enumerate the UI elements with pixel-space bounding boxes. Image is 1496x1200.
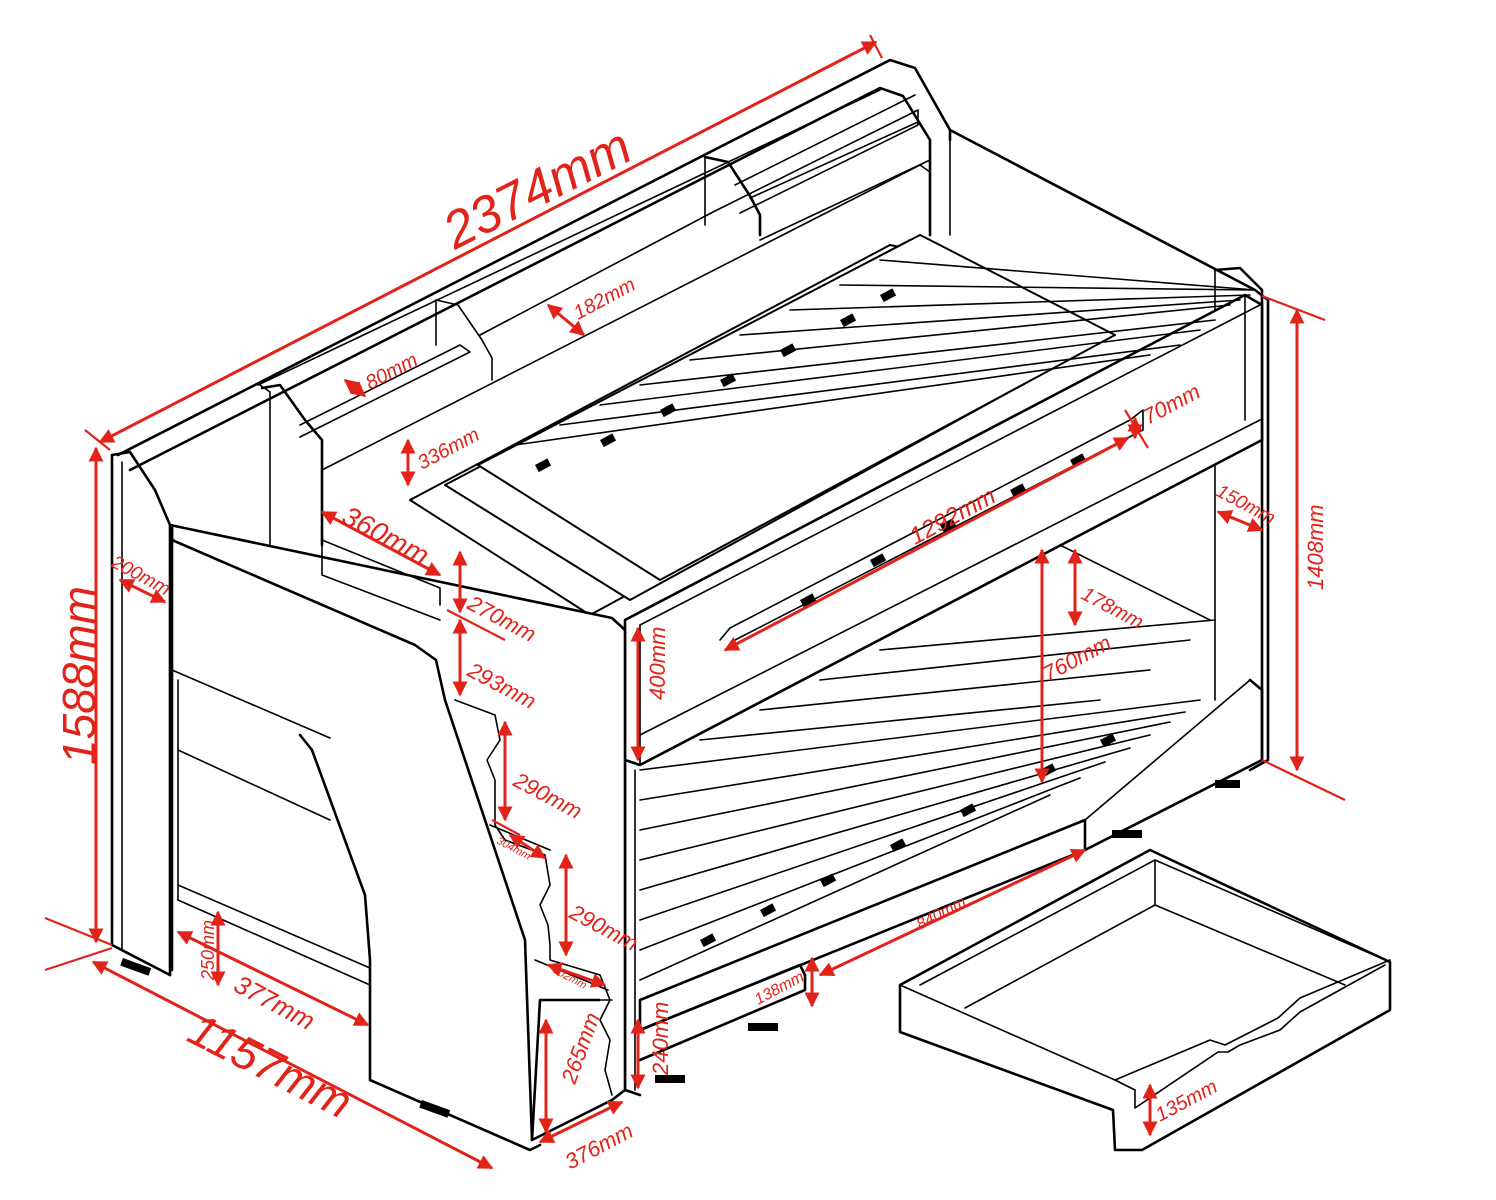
dimension-lines: [44, 34, 1346, 1170]
label-upper-side: 400mm: [645, 627, 670, 700]
label-overall-height: 1588mm: [53, 586, 105, 765]
bed-outline: [110, 58, 1392, 1152]
label-end-panel-height: 1408mm: [1303, 504, 1328, 590]
label-shelf-height: 80mm: [362, 349, 421, 395]
label-side-thickness: 200mm: [107, 551, 174, 600]
label-step-top-width: 360mm: [337, 500, 434, 571]
label-leg-height: 250mm: [198, 920, 218, 981]
label-overall-depth: 1157mm: [180, 1003, 360, 1129]
label-lower-rail: 178mm: [1078, 583, 1147, 634]
label-base-height: 240mm: [648, 1002, 673, 1076]
